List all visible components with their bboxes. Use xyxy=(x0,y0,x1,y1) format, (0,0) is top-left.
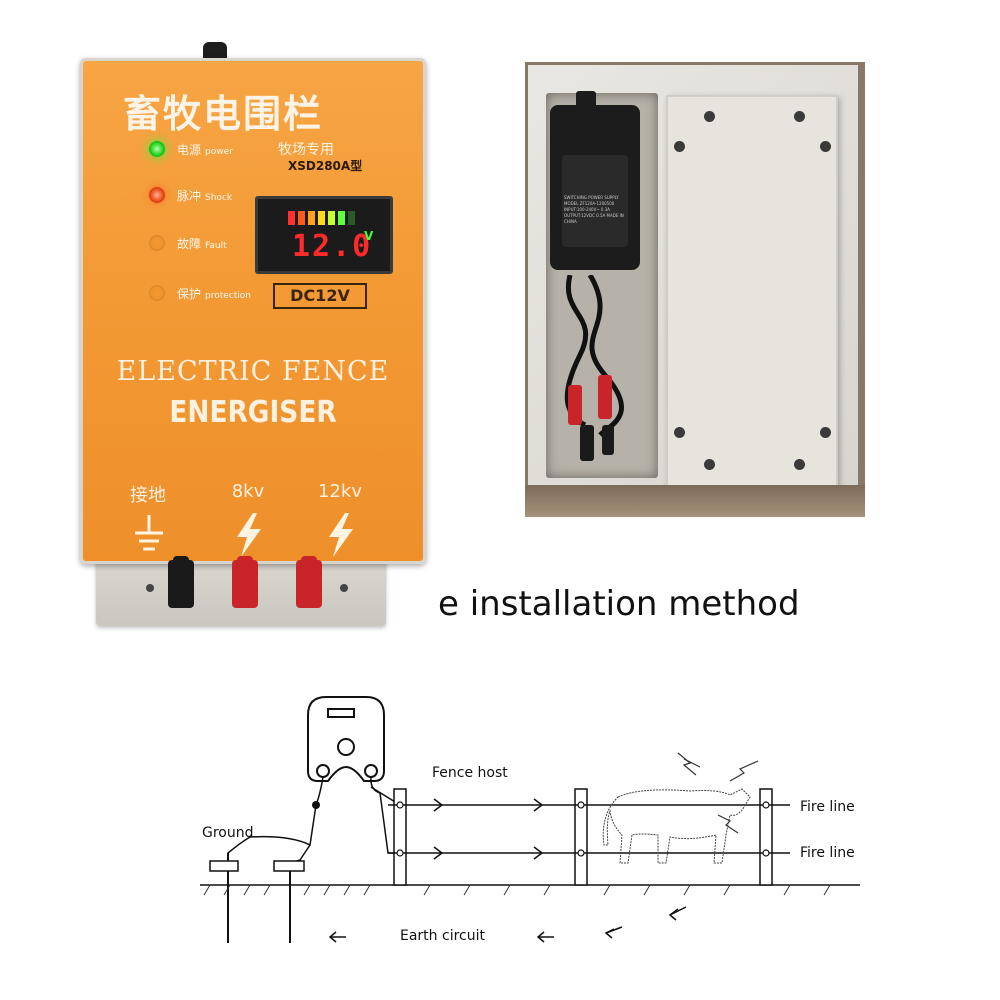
8kv-terminal-label: 8kv xyxy=(231,481,265,502)
shock-label-en: Shock xyxy=(205,193,233,203)
fence-post xyxy=(393,788,407,886)
mounting-hole xyxy=(820,141,831,152)
fault-label-en: Fault xyxy=(205,241,227,251)
shock-label-cn: 脉冲 xyxy=(177,189,202,203)
meter-bar-segment xyxy=(318,211,325,225)
power-label-cn: 电源 xyxy=(177,143,202,157)
shock-led xyxy=(149,187,165,203)
ground-terminal-label: 接地 xyxy=(130,485,166,506)
product-title-cn: 畜牧电围栏 xyxy=(123,91,324,136)
fault-led xyxy=(149,235,165,251)
fence-post xyxy=(759,788,773,886)
current-arrows xyxy=(433,798,544,860)
power-led xyxy=(149,141,165,157)
clip-cables xyxy=(564,275,624,461)
protection-label-cn: 保护 xyxy=(177,287,202,301)
fire-line-label: Fire line xyxy=(800,799,855,815)
adapter-plug xyxy=(576,91,596,115)
ground-label: Ground xyxy=(202,825,254,841)
mounting-hole xyxy=(704,459,715,470)
meter-bar-segment xyxy=(298,211,305,225)
earth-circuit-label: Earth circuit xyxy=(400,928,485,944)
8kv-terminal-post xyxy=(232,556,258,608)
fire-line-label: Fire line xyxy=(800,845,855,861)
package-contents-photo: SWITCHING POWER SUPPLY MODEL ZF120A-1200… xyxy=(525,62,865,517)
mounting-hole xyxy=(674,141,685,152)
earth-circuit-arrows xyxy=(328,906,687,943)
power-label-en: power xyxy=(205,147,233,157)
voltage-meter: 12.0 V xyxy=(255,196,393,274)
power-adapter xyxy=(550,91,640,270)
electric-fence-title: ELECTRIC FENCE xyxy=(116,356,390,387)
mounting-hole xyxy=(794,111,805,122)
fence-post xyxy=(574,788,588,886)
mounting-hole xyxy=(704,111,715,122)
lightning-bolt-icon xyxy=(237,513,261,557)
fence-host-label: Fence host xyxy=(432,765,508,781)
insulators xyxy=(396,801,770,857)
ground-clamp xyxy=(273,860,305,872)
12kv-terminal-label: 12kv xyxy=(318,481,362,502)
adapter-label-area xyxy=(562,155,628,247)
meter-bar-segment xyxy=(288,211,295,225)
meter-bar-segment xyxy=(328,211,335,225)
meter-bar-segment xyxy=(308,211,315,225)
mounting-screw xyxy=(146,584,154,592)
ground-wire-joint xyxy=(312,801,320,809)
model-number: XSD280A型 xyxy=(288,159,363,173)
host-display xyxy=(327,708,355,718)
meter-bar-segment xyxy=(348,211,355,225)
ground-symbol-icon xyxy=(135,515,163,551)
ground-clamp xyxy=(209,860,239,872)
adapter-spec-text: SWITCHING POWER SUPPLY MODEL ZF120A-1200… xyxy=(564,195,624,224)
voltage-unit: V xyxy=(364,229,374,243)
mounting-hole xyxy=(820,427,831,438)
mounting-baseplate xyxy=(666,95,838,491)
installation-diagram: Fence host Fire line Fire line Ground Ea… xyxy=(170,685,890,975)
energiser-title: ENERGISER xyxy=(169,395,337,430)
voltage-readout: 12.0 xyxy=(292,229,373,264)
ground-terminal-post xyxy=(168,556,194,608)
installation-caption: e installation method xyxy=(438,584,800,624)
shock-spark-icons xyxy=(677,752,759,834)
foam-insert: SWITCHING POWER SUPPLY MODEL ZF120A-1200… xyxy=(528,65,858,491)
mounting-hole xyxy=(794,459,805,470)
12kv-terminal-post xyxy=(296,556,322,608)
meter-bar-segment xyxy=(338,211,345,225)
ground-wire xyxy=(227,776,324,943)
fault-label-cn: 故障 xyxy=(177,237,202,251)
cow-illustration xyxy=(602,788,751,864)
voltage-rating-label: DC12V xyxy=(273,283,367,309)
product-subtitle-cn: 牧场专用 xyxy=(278,142,334,158)
host-knob xyxy=(337,738,355,756)
diagram-drawing xyxy=(200,696,860,943)
protection-label-en: protection xyxy=(205,291,251,301)
lightning-bolt-icon xyxy=(329,513,353,557)
mounting-screw xyxy=(340,584,348,592)
protection-led xyxy=(149,285,165,301)
ground-hatching xyxy=(203,884,831,896)
mounting-hole xyxy=(674,427,685,438)
cardboard-edge xyxy=(525,485,865,517)
